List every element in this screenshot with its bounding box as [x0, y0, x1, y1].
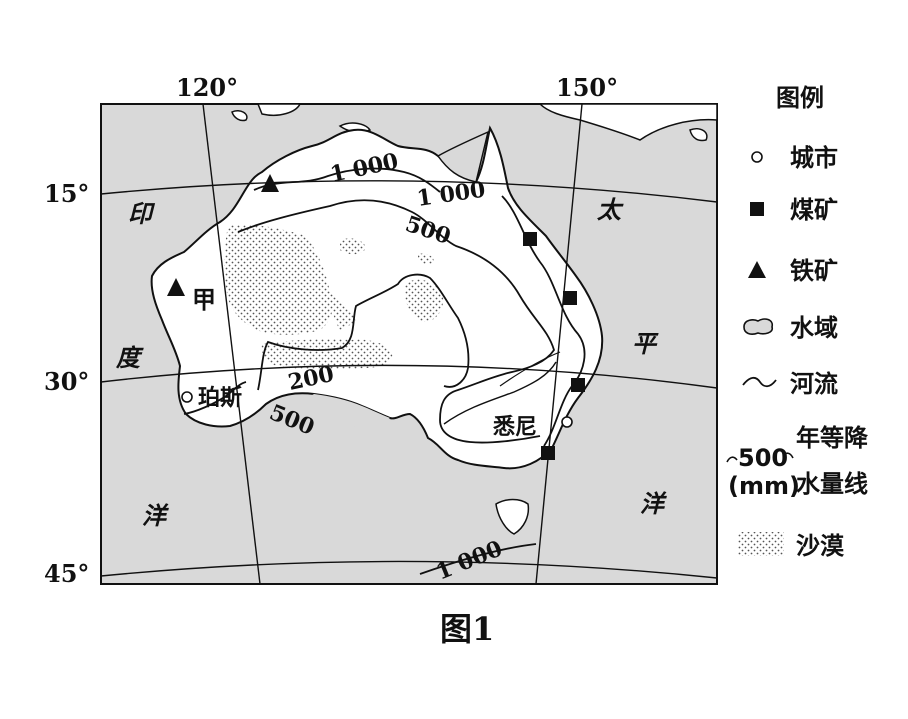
desert-icon	[738, 532, 784, 556]
iron-mine-icon	[748, 261, 766, 278]
river-icon	[742, 376, 777, 388]
tasmania	[495, 498, 530, 535]
legend-label-coal: 煤矿	[790, 196, 838, 224]
place-label-jia: 甲	[192, 285, 216, 314]
latitude-label-45: 45°	[44, 559, 89, 588]
isohyet-500	[237, 199, 555, 444]
desert-small-2	[418, 253, 434, 265]
longitude-label-150: 150°	[556, 73, 618, 102]
legend-title: 图例	[776, 84, 824, 112]
figure-caption: 图1	[440, 610, 494, 648]
ocean-indian-2: 度	[115, 343, 144, 372]
place-label-perth: 珀斯	[198, 385, 242, 411]
ocean-pacific-1: 太	[596, 195, 624, 224]
longitude-label-120: 120°	[176, 73, 238, 102]
meridian-120	[202, 104, 261, 584]
coal-mine-icon-2	[563, 291, 577, 305]
isohyet-500-southwest	[183, 381, 247, 415]
ocean-pacific-2: 平	[632, 329, 659, 358]
iron-mine-jia-icon	[167, 278, 185, 296]
parallel-30	[101, 364, 717, 389]
coal-mine-icon-3	[571, 378, 585, 392]
legend-label-river: 河流	[790, 370, 838, 398]
legend-label-isohyet-2: 水量线	[796, 470, 868, 498]
desert-small-1	[340, 238, 366, 255]
legend-label-isohyet-1: 年等降	[796, 424, 869, 452]
isohyet-icon	[726, 452, 794, 463]
ocean-indian-3: 洋	[142, 501, 169, 530]
desert-simpson	[404, 279, 444, 322]
parallel-45	[101, 560, 717, 579]
legend: 图例 城市 煤矿 铁矿 水域 河流 500 (mm) 年等降 水量线 沙漠	[726, 84, 869, 560]
latitude-label-15: 15°	[44, 179, 89, 208]
iron-mine-north-icon	[261, 174, 279, 192]
latitude-label-30: 30°	[44, 367, 89, 396]
city-sydney-icon	[561, 416, 573, 428]
isohyet-1000-north	[253, 167, 441, 193]
legend-isohyet-unit: (mm)	[728, 472, 800, 500]
legend-label-water: 水域	[790, 314, 838, 342]
river-darling	[499, 351, 561, 387]
island-north-1	[231, 109, 248, 122]
great-australian-bight	[300, 394, 390, 427]
coal-mine-icon	[750, 202, 764, 216]
water-body-icon	[743, 318, 774, 335]
isohyet-1000-south	[419, 543, 537, 575]
parallel-15	[101, 180, 717, 203]
ocean-pacific-3: 洋	[640, 489, 667, 518]
city-perth-icon	[181, 391, 193, 403]
isohyet-200	[257, 273, 470, 391]
desert-east-dotted	[330, 292, 356, 330]
meridian-150	[535, 104, 583, 584]
desert-great-sandy	[224, 224, 333, 335]
legend-label-city: 城市	[790, 144, 838, 172]
legend-label-iron: 铁矿	[790, 257, 838, 285]
island-north-2	[257, 104, 301, 116]
desert-great-victoria	[261, 339, 393, 370]
river-murray	[443, 361, 557, 425]
ocean-indian-1: 印	[128, 199, 156, 228]
legend-label-desert: 沙漠	[796, 532, 845, 560]
new-guinea	[538, 104, 717, 141]
city-icon	[751, 151, 763, 163]
coal-mine-icon-1	[523, 232, 537, 246]
island-east	[689, 128, 708, 142]
legend-isohyet-sample: 500	[738, 444, 788, 472]
coal-mine-icon-4	[541, 446, 555, 460]
place-label-sydney: 悉尼	[493, 414, 537, 440]
gulf-of-carpentaria	[436, 130, 490, 183]
